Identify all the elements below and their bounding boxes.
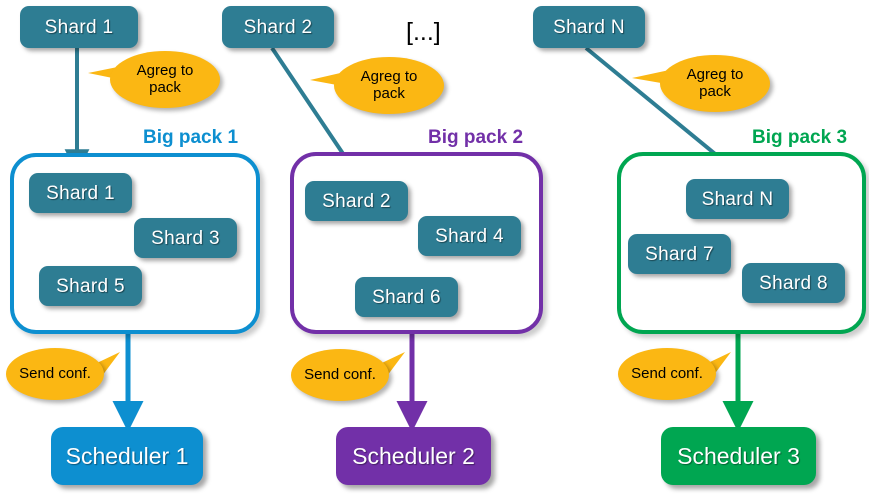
- callout-send-conf-2-text: Send conf.: [304, 365, 376, 383]
- scheduler-1-label: Scheduler 1: [65, 442, 189, 469]
- pack-2-shard-2-label: Shard 2: [322, 190, 391, 212]
- scheduler-3-label: Scheduler 3: [677, 442, 800, 469]
- top-shard-2-label: Shard 2: [243, 16, 313, 38]
- pack-1-shard-5[interactable]: Shard 5: [39, 266, 142, 306]
- pack-1-shard-3-label: Shard 3: [151, 227, 220, 249]
- pack-2-shard-6[interactable]: Shard 6: [355, 277, 458, 317]
- pack-1-shard-5-label: Shard 5: [56, 275, 125, 297]
- pack-3-shard-7[interactable]: Shard 7: [628, 234, 731, 274]
- pack-3-shard-n[interactable]: Shard N: [686, 179, 789, 219]
- ellipsis-marker: [...]: [406, 18, 441, 46]
- callout-send-conf-3[interactable]: Send conf.: [618, 348, 716, 400]
- top-shard-n-label: Shard N: [553, 16, 625, 38]
- pack-1-shard-3[interactable]: Shard 3: [134, 218, 237, 258]
- pack-3-shard-8[interactable]: Shard 8: [742, 263, 845, 303]
- top-shard-n[interactable]: Shard N: [533, 6, 645, 48]
- pack-2-shard-6-label: Shard 6: [372, 286, 441, 308]
- pack-2-shard-4-label: Shard 4: [435, 225, 504, 247]
- scheduler-2-label: Scheduler 2: [352, 442, 475, 469]
- top-shard-2[interactable]: Shard 2: [222, 6, 334, 48]
- top-shard-1-label: Shard 1: [44, 16, 114, 38]
- pack-3-shard-7-label: Shard 7: [645, 243, 714, 265]
- callout-send-conf-2[interactable]: Send conf.: [291, 349, 389, 401]
- scheduler-1[interactable]: Scheduler 1: [51, 427, 203, 485]
- scheduler-3[interactable]: Scheduler 3: [661, 427, 816, 485]
- scheduler-2[interactable]: Scheduler 2: [336, 427, 491, 485]
- top-shard-1[interactable]: Shard 1: [20, 6, 138, 48]
- pack-3-label: Big pack 3: [752, 127, 848, 148]
- pack-2-shard-4[interactable]: Shard 4: [418, 216, 521, 256]
- callout-send-conf-1-text: Send conf.: [19, 364, 91, 382]
- callout-send-conf-3-text: Send conf.: [631, 364, 703, 382]
- pack-3-shard-8-label: Shard 8: [759, 272, 828, 294]
- pack-1-shard-1-label: Shard 1: [46, 182, 115, 204]
- pack-2-shard-2[interactable]: Shard 2: [305, 181, 408, 221]
- pack-1-shard-1[interactable]: Shard 1: [29, 173, 132, 213]
- pack-3-shard-n-label: Shard N: [701, 188, 774, 210]
- pack-2-label: Big pack 2: [428, 127, 524, 148]
- pack-1-label: Big pack 1: [143, 127, 239, 148]
- callout-send-conf-1[interactable]: Send conf.: [6, 348, 104, 400]
